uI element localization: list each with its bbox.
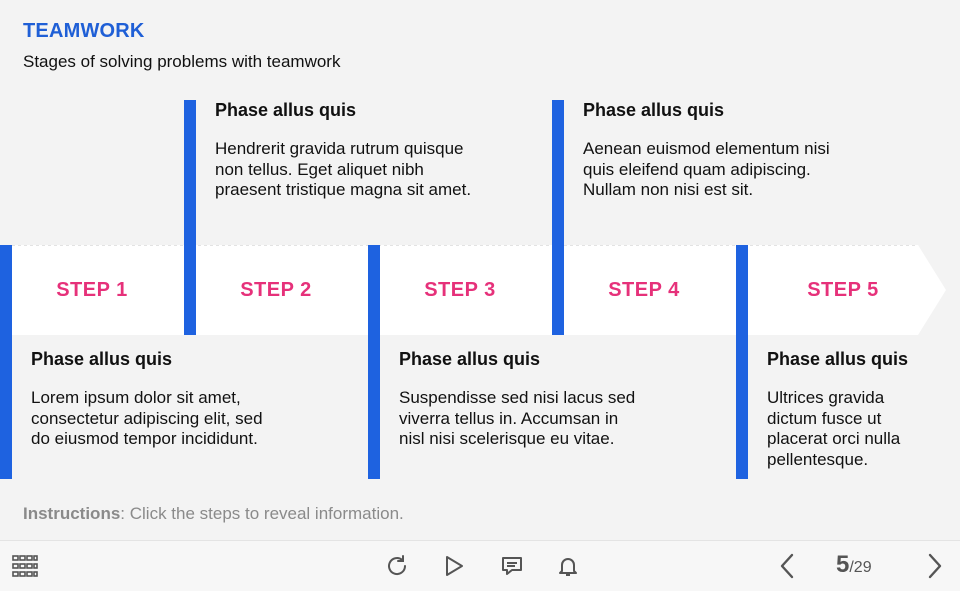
page-current: 5 bbox=[836, 551, 850, 578]
step-4-button[interactable]: STEP 4 bbox=[608, 278, 680, 301]
steps-arrow-band bbox=[0, 245, 960, 335]
step-3-heading: Phase allus quis bbox=[399, 349, 541, 369]
page-title: TEAMWORK bbox=[23, 20, 145, 42]
replay-icon[interactable] bbox=[382, 541, 412, 591]
step-2-heading: Phase allus quis bbox=[215, 100, 357, 120]
step-3-card: Phase allus quis Suspendisse sed nisi la… bbox=[399, 349, 719, 450]
step-5-bar bbox=[736, 245, 748, 479]
instructions-label: Instructions bbox=[23, 504, 121, 523]
step-3-bar bbox=[368, 245, 380, 479]
step-4-bar bbox=[552, 100, 564, 335]
play-icon[interactable] bbox=[439, 541, 469, 591]
step-4-body: Aenean euismod elementum nisi quis eleif… bbox=[583, 139, 830, 199]
step-5-button[interactable]: STEP 5 bbox=[807, 278, 879, 301]
step-1-body: Lorem ipsum dolor sit amet, consectetur … bbox=[31, 388, 263, 448]
step-4-heading: Phase allus quis bbox=[583, 100, 725, 120]
instructions-text: Instructions: Click the steps to reveal … bbox=[23, 504, 404, 524]
page-total: /29 bbox=[849, 559, 872, 576]
instructions-body: : Click the steps to reveal information. bbox=[120, 504, 404, 523]
step-1-button[interactable]: STEP 1 bbox=[56, 278, 128, 301]
step-3-button[interactable]: STEP 3 bbox=[424, 278, 496, 301]
next-arrow-icon[interactable] bbox=[920, 541, 950, 591]
bell-icon[interactable] bbox=[553, 541, 583, 591]
step-1-heading: Phase allus quis bbox=[31, 349, 173, 369]
step-5-body: Ultrices gravida dictum fusce ut placera… bbox=[767, 388, 901, 469]
grid-menu-icon[interactable] bbox=[8, 541, 42, 591]
step-1-card: Phase allus quis Lorem ipsum dolor sit a… bbox=[31, 349, 351, 450]
prev-arrow-icon[interactable] bbox=[772, 541, 802, 591]
step-3-body: Suspendisse sed nisi lacus sed viverra t… bbox=[399, 388, 636, 448]
page-indicator: 5/29 bbox=[836, 551, 872, 581]
step-5-card: Phase allus quis Ultrices gravida dictum… bbox=[767, 349, 947, 470]
step-2-card: Phase allus quis Hendrerit gravida rutru… bbox=[215, 100, 535, 201]
comment-icon[interactable] bbox=[497, 541, 527, 591]
step-2-button[interactable]: STEP 2 bbox=[240, 278, 312, 301]
player-toolbar: 5/29 bbox=[0, 540, 960, 591]
step-1-bar bbox=[0, 245, 12, 479]
step-4-card: Phase allus quis Aenean euismod elementu… bbox=[583, 100, 903, 201]
step-5-heading: Phase allus quis bbox=[767, 349, 909, 369]
step-2-body: Hendrerit gravida rutrum quisque non tel… bbox=[215, 139, 472, 199]
page-subtitle: Stages of solving problems with teamwork bbox=[23, 52, 341, 71]
step-2-bar bbox=[184, 100, 196, 335]
